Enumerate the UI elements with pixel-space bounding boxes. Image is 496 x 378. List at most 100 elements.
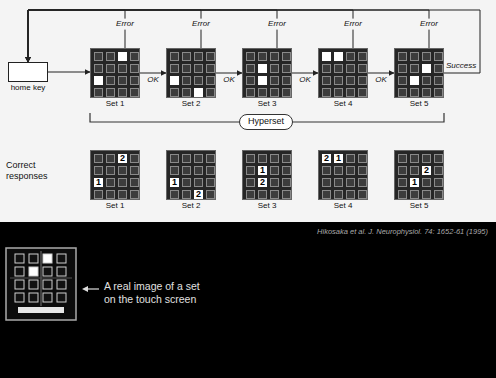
grid-button bbox=[346, 166, 355, 175]
grid-button bbox=[194, 154, 203, 163]
grid-button bbox=[358, 154, 367, 163]
grid-button bbox=[422, 154, 431, 163]
node-caption: home key bbox=[11, 84, 46, 93]
grid-button bbox=[334, 52, 343, 61]
grid-button bbox=[94, 52, 103, 61]
grid-button bbox=[170, 154, 179, 163]
grid-button bbox=[194, 166, 203, 175]
grid-button bbox=[358, 52, 367, 61]
grid-button bbox=[206, 178, 215, 187]
grid-button bbox=[118, 76, 127, 85]
grid-button bbox=[118, 52, 127, 61]
grid-button bbox=[410, 52, 419, 61]
order-number: 2 bbox=[422, 166, 431, 175]
grid-button bbox=[346, 52, 355, 61]
button-set-grid: Set 1 bbox=[90, 48, 140, 98]
grid-button bbox=[258, 190, 267, 199]
grid-button bbox=[182, 190, 191, 199]
grid-button bbox=[194, 88, 203, 97]
grid-button bbox=[398, 88, 407, 97]
grid-button bbox=[322, 166, 331, 175]
edge-label: Success bbox=[446, 62, 476, 71]
order-number: 2 bbox=[322, 154, 331, 163]
grid-button bbox=[398, 190, 407, 199]
grid-button bbox=[334, 166, 343, 175]
edge-label: Error bbox=[419, 19, 439, 30]
grid-button bbox=[434, 178, 443, 187]
grid-button bbox=[346, 190, 355, 199]
grid-button bbox=[170, 52, 179, 61]
flow-connector bbox=[140, 73, 166, 74]
grid-button bbox=[410, 166, 419, 175]
grid-button bbox=[206, 154, 215, 163]
grid-button bbox=[322, 76, 331, 85]
order-number: 1 bbox=[410, 178, 419, 187]
button-set-grid: Set 5 bbox=[394, 48, 444, 98]
grid-button bbox=[346, 88, 355, 97]
grid-button bbox=[346, 178, 355, 187]
grid-button bbox=[322, 88, 331, 97]
grid-button bbox=[130, 166, 139, 175]
grid-button bbox=[270, 64, 279, 73]
grid-button bbox=[106, 52, 115, 61]
grid-button bbox=[270, 76, 279, 85]
grid-button bbox=[246, 190, 255, 199]
flow-connector bbox=[28, 10, 353, 62]
button-set-grid: Set 2 bbox=[166, 48, 216, 98]
grid-button bbox=[258, 88, 267, 97]
grid-button bbox=[170, 190, 179, 199]
grid-button bbox=[94, 190, 103, 199]
grid-button bbox=[94, 154, 103, 163]
edge-label: OK bbox=[299, 76, 311, 85]
citation: Hikosaka et al. J. Neurophysiol. 74: 165… bbox=[196, 227, 488, 236]
grid-button bbox=[194, 178, 203, 187]
order-number: 1 bbox=[170, 178, 179, 187]
node-caption: Set 4 bbox=[334, 100, 353, 109]
grid-button bbox=[422, 190, 431, 199]
grid-button bbox=[194, 76, 203, 85]
grid-button bbox=[182, 166, 191, 175]
grid-button bbox=[94, 166, 103, 175]
order-number: 2 bbox=[258, 178, 267, 187]
grid-button bbox=[106, 190, 115, 199]
grid-button bbox=[118, 178, 127, 187]
order-number: 2 bbox=[118, 154, 127, 163]
hyperset-box: Hyperset bbox=[239, 114, 293, 129]
grid-button bbox=[282, 64, 291, 73]
grid-button bbox=[282, 76, 291, 85]
grid-button bbox=[322, 178, 331, 187]
correct-response-grid: 21Set 4 bbox=[318, 150, 368, 200]
grid-button bbox=[398, 64, 407, 73]
node-label: Hyperset bbox=[248, 116, 284, 127]
grid-button bbox=[358, 76, 367, 85]
grid-button bbox=[206, 76, 215, 85]
grid-button bbox=[422, 76, 431, 85]
grid-button bbox=[270, 154, 279, 163]
flow-connector bbox=[28, 10, 429, 62]
flow-connector bbox=[48, 72, 90, 73]
grid-button bbox=[282, 166, 291, 175]
grid-button bbox=[258, 64, 267, 73]
grid-button bbox=[106, 88, 115, 97]
grid-button bbox=[130, 88, 139, 97]
home-key-box: home key bbox=[8, 62, 48, 82]
grid-button bbox=[346, 154, 355, 163]
grid-button bbox=[182, 154, 191, 163]
photo-caption: A real image of a set on the touch scree… bbox=[104, 280, 214, 305]
grid-button bbox=[246, 64, 255, 73]
grid-button bbox=[246, 166, 255, 175]
grid-button bbox=[422, 52, 431, 61]
edge-label: Error bbox=[267, 19, 287, 30]
grid-button bbox=[270, 190, 279, 199]
correct-response-grid: 21Set 5 bbox=[394, 150, 444, 200]
grid-button bbox=[334, 178, 343, 187]
flow-connector bbox=[28, 10, 201, 62]
grid-button bbox=[258, 76, 267, 85]
button-set-grid: Set 4 bbox=[318, 48, 368, 98]
grid-button bbox=[94, 88, 103, 97]
edge-label: OK bbox=[223, 76, 235, 85]
flow-connector bbox=[28, 10, 125, 62]
grid-button bbox=[398, 178, 407, 187]
grid-button bbox=[170, 88, 179, 97]
button-set-grid: Set 3 bbox=[242, 48, 292, 98]
